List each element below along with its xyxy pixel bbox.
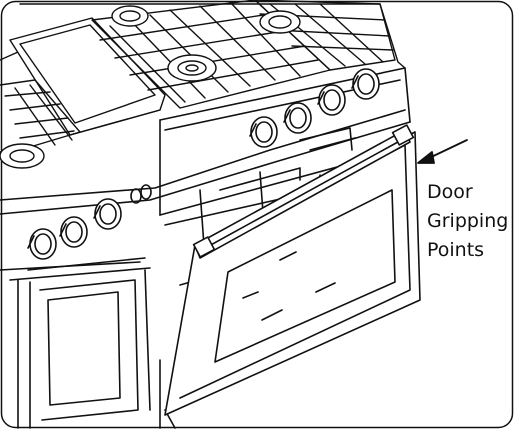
left-oven-window [47,291,121,406]
callout-line-2: Gripping [427,210,509,232]
knobs-right [249,68,380,148]
control-panel [0,67,411,281]
burner-caps [0,5,301,169]
griddle [9,17,166,136]
left-oven [17,257,151,429]
callout-line-3: Points [427,239,485,261]
knobs-left [27,198,122,260]
oven-door [164,124,421,416]
door-gripping-points-label: Door Gripping Points [427,178,512,265]
callout-arrow [417,139,468,164]
cooktop [0,0,406,169]
door-outer [164,131,421,416]
callout-line-1: Door [427,181,473,203]
door-window [214,189,396,363]
